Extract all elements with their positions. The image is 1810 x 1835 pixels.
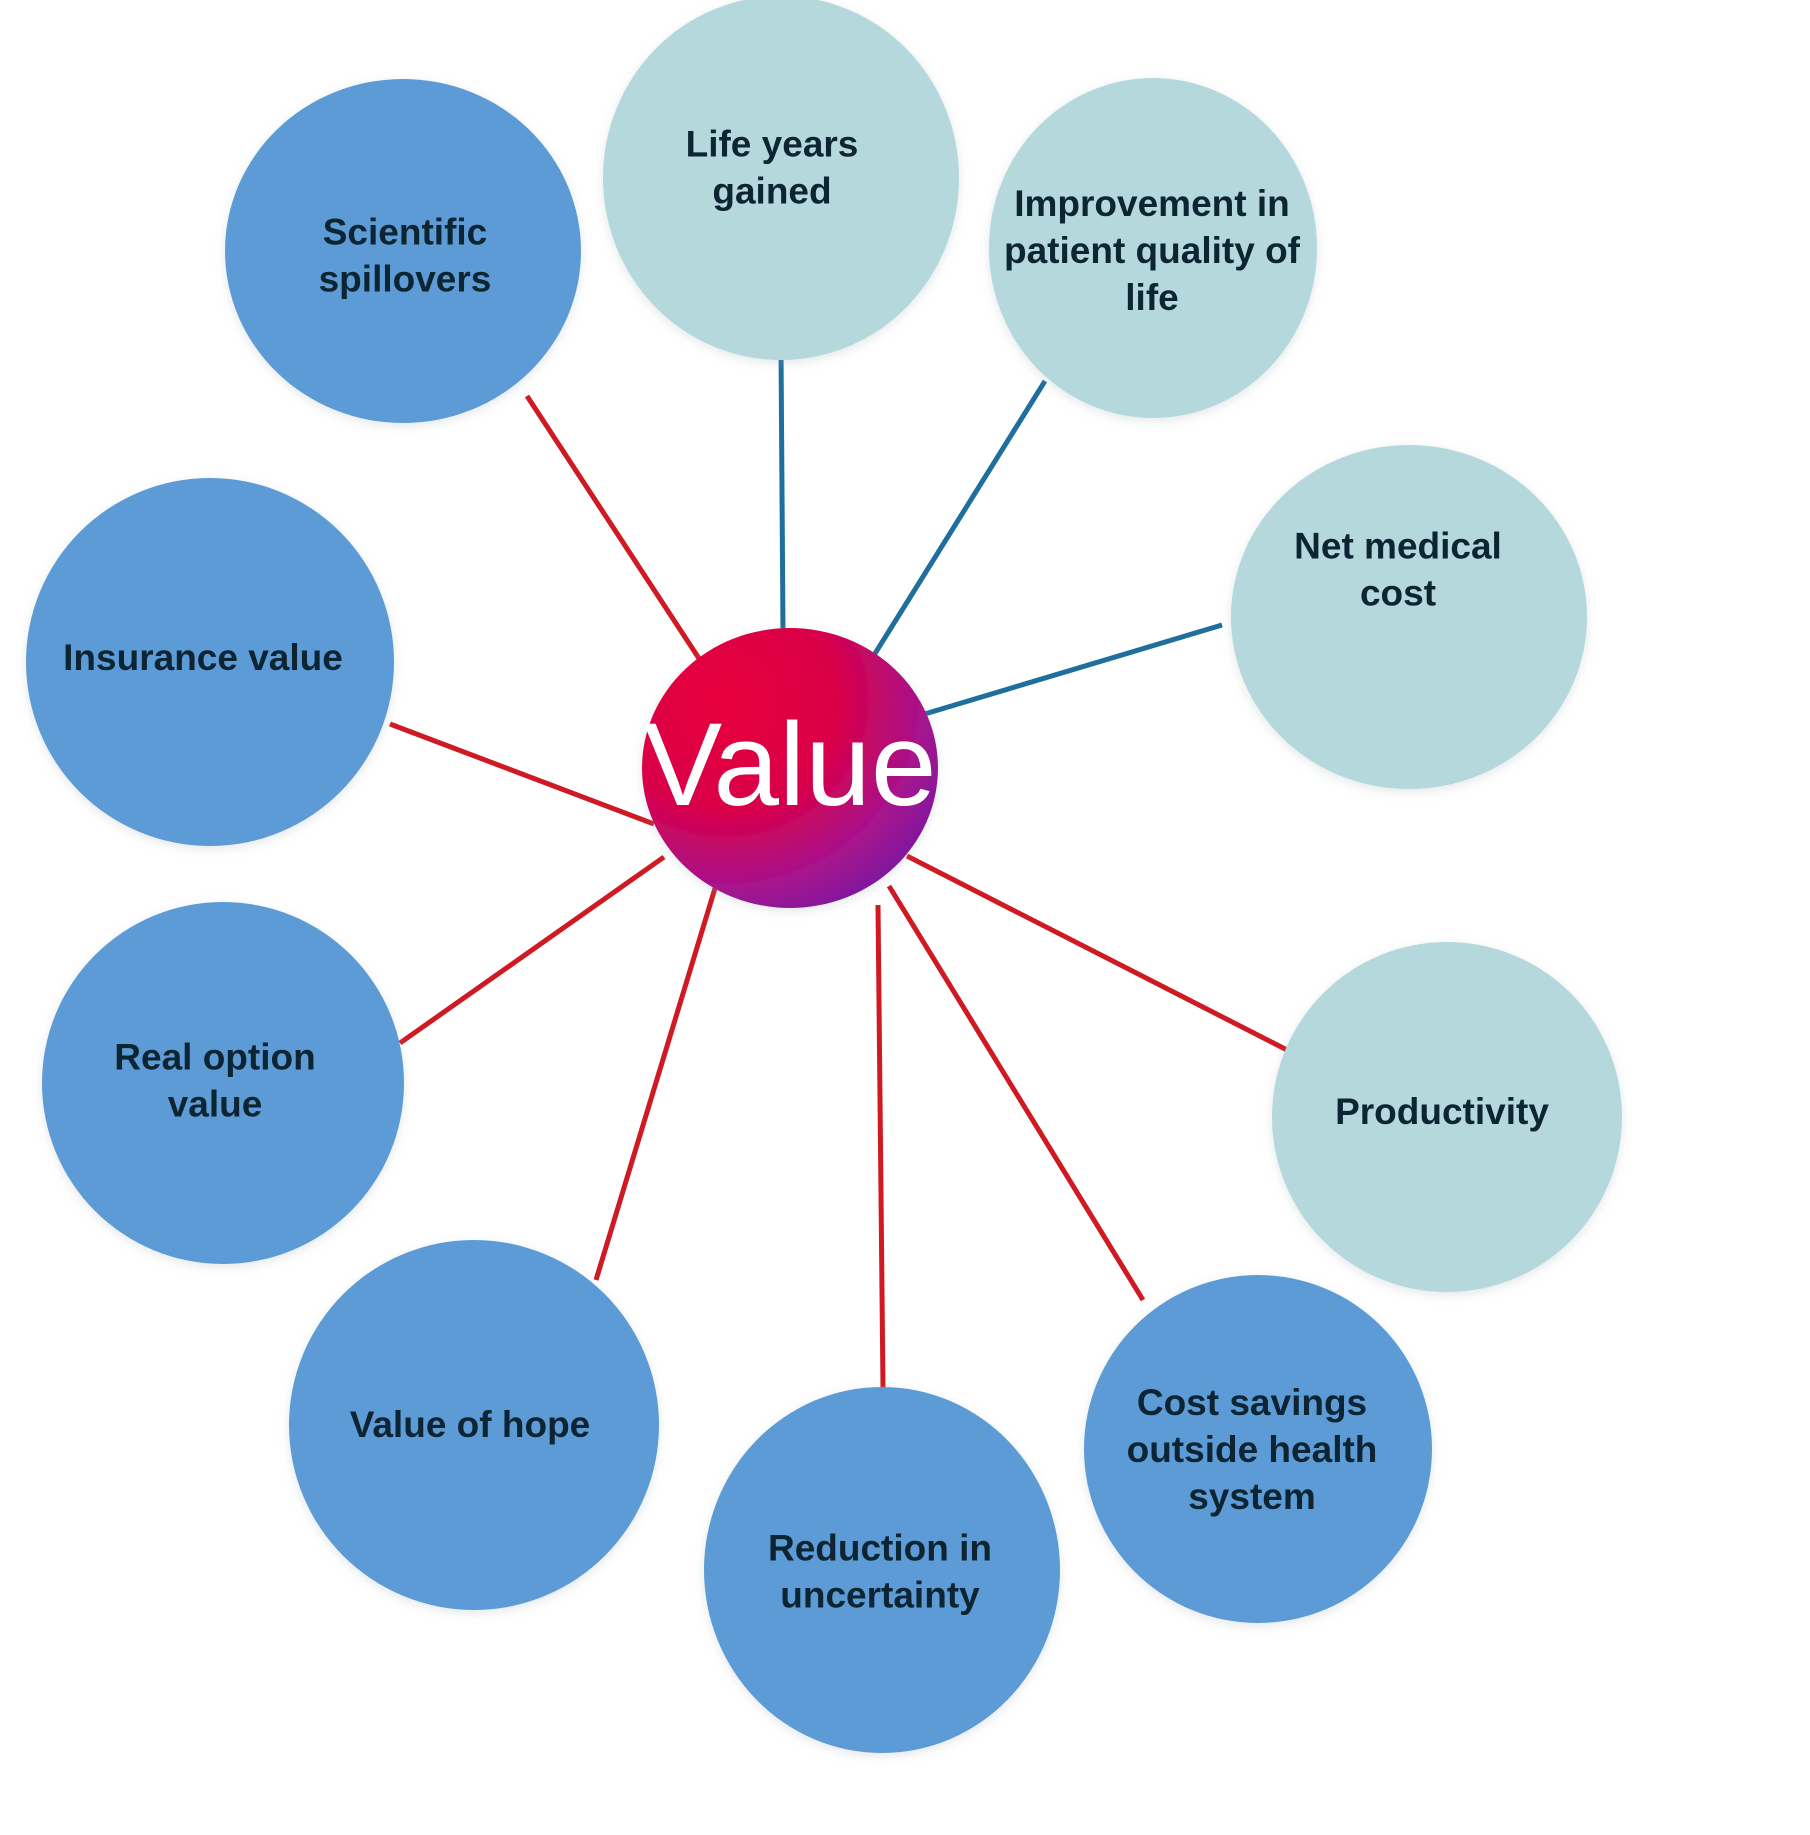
- node-value-of-hope[interactable]: Value of hope: [289, 1240, 659, 1610]
- node-label-line: cost: [1360, 572, 1436, 613]
- node-label-value-of-hope: Value of hope: [350, 1404, 591, 1445]
- center-circle[interactable]: [642, 628, 938, 908]
- connector-value-of-hope: [593, 884, 719, 1281]
- node-label-line: Value of hope: [350, 1404, 591, 1445]
- node-label-reduction-in-uncertainty: Reduction in uncertainty: [768, 1527, 992, 1615]
- node-circle-productivity[interactable]: [1272, 942, 1622, 1292]
- center-node[interactable]: Value: [642, 628, 938, 908]
- node-net-medical-cost[interactable]: Net medical cost: [1231, 445, 1587, 789]
- connector-real-option-value: [398, 854, 666, 1046]
- node-circle-reduction-in-uncertainty[interactable]: [704, 1387, 1060, 1753]
- node-label-line: patient quality of: [1004, 230, 1301, 271]
- node-label-line: gained: [712, 170, 831, 211]
- node-life-years-gained[interactable]: Life years gained: [603, 0, 959, 360]
- node-label-line: Scientific: [323, 211, 488, 252]
- node-circle-net-medical-cost[interactable]: [1231, 445, 1587, 789]
- connector-life-years-gained: [778, 349, 786, 633]
- node-circle-improvement-patient-quality-of-life[interactable]: [989, 78, 1317, 418]
- node-circle-value-of-hope[interactable]: [289, 1240, 659, 1610]
- connector-improvement-patient-quality-of-life: [858, 379, 1048, 678]
- node-label-line: life: [1125, 277, 1178, 318]
- node-label-insurance-value: Insurance value: [63, 637, 343, 678]
- node-circle-scientific-spillovers[interactable]: [225, 79, 581, 423]
- connector-cost-savings-outside-health-system: [886, 884, 1146, 1302]
- node-label-line: Real option: [114, 1036, 315, 1077]
- node-label-line: Life years: [686, 123, 859, 164]
- center-label: Value: [643, 699, 936, 831]
- connector-layer: [389, 349, 1295, 1389]
- node-label-real-option-value: Real option value: [114, 1036, 315, 1124]
- node-label-improvement-patient-quality-of-life: Improvement in patient quality of life: [1004, 183, 1301, 318]
- node-label-line: outside health: [1127, 1429, 1378, 1470]
- node-label-line: uncertainty: [780, 1574, 980, 1615]
- node-label-life-years-gained: Life years gained: [686, 123, 859, 211]
- node-label-line: Improvement in: [1014, 183, 1290, 224]
- node-label-line: Reduction in: [768, 1527, 992, 1568]
- connector-net-medical-cost: [917, 622, 1223, 719]
- node-label-line: spillovers: [319, 258, 492, 299]
- node-productivity[interactable]: Productivity: [1272, 942, 1622, 1292]
- node-label-productivity: Productivity: [1335, 1091, 1549, 1132]
- node-label-net-medical-cost: Net medical cost: [1294, 525, 1502, 613]
- node-circle-life-years-gained[interactable]: [603, 0, 959, 360]
- node-cost-savings-outside-health-system[interactable]: Cost savings outside health system: [1084, 1275, 1432, 1623]
- connector-productivity: [905, 853, 1295, 1056]
- node-layer: Scientific spillovers Life years gained Impr…: [26, 0, 1622, 1753]
- node-label-line: Productivity: [1335, 1091, 1549, 1132]
- node-circle-insurance-value[interactable]: [26, 478, 394, 846]
- node-real-option-value[interactable]: Real option value: [42, 902, 404, 1264]
- node-insurance-value[interactable]: Insurance value: [26, 478, 394, 846]
- node-circle-cost-savings-outside-health-system[interactable]: [1084, 1275, 1432, 1623]
- connector-insurance-value: [389, 721, 655, 827]
- node-label-scientific-spillovers: Scientific spillovers: [319, 211, 492, 299]
- node-label-line: Insurance value: [63, 637, 343, 678]
- node-reduction-in-uncertainty[interactable]: Reduction in uncertainty: [704, 1387, 1060, 1753]
- node-scientific-spillovers[interactable]: Scientific spillovers: [225, 79, 581, 423]
- connector-reduction-in-uncertainty: [875, 904, 886, 1389]
- node-label-line: system: [1188, 1476, 1316, 1517]
- node-label-line: value: [168, 1083, 263, 1124]
- node-improvement-patient-quality-of-life[interactable]: Improvement in patient quality of life: [989, 78, 1317, 418]
- connector-scientific-spillovers: [524, 394, 703, 662]
- node-label-cost-savings-outside-health-system: Cost savings outside health system: [1127, 1382, 1378, 1517]
- node-label-line: Net medical: [1294, 525, 1502, 566]
- node-circle-real-option-value[interactable]: [42, 902, 404, 1264]
- node-label-line: Cost savings: [1137, 1382, 1367, 1423]
